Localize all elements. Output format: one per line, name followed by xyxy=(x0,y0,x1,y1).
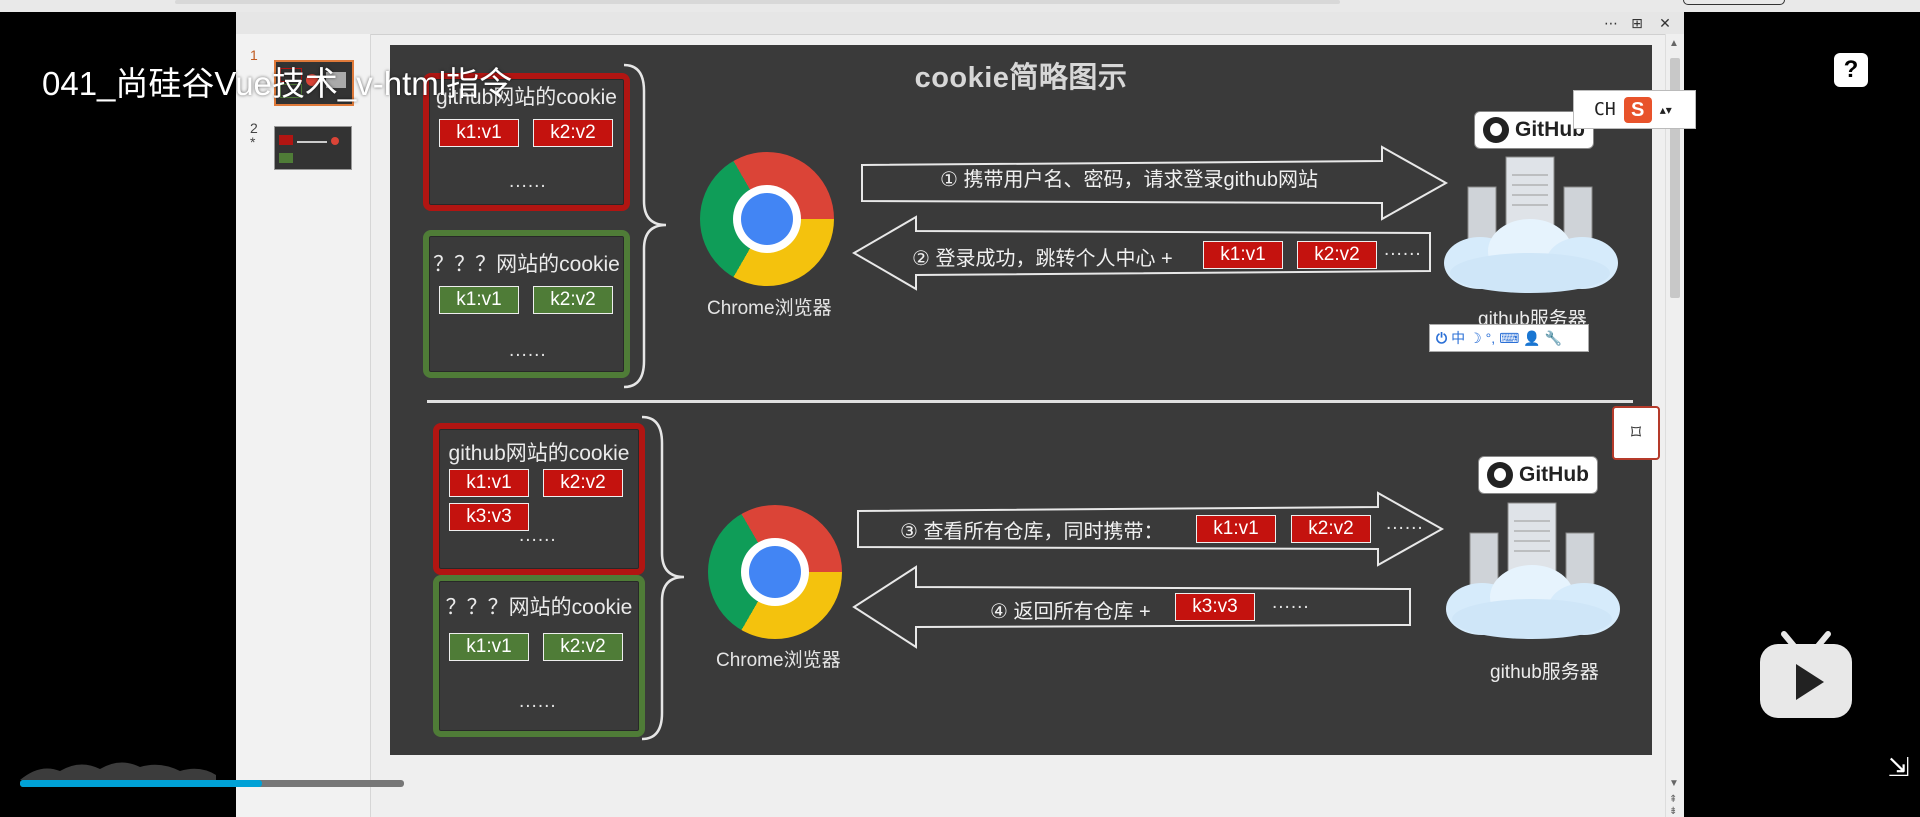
slide-thumbnail-panel: 1 2 * xyxy=(236,34,371,817)
github-octocat-icon xyxy=(1487,462,1513,488)
github-logo: GitHub xyxy=(1478,456,1598,494)
ellipsis: ...... xyxy=(509,340,547,361)
ppt-title-strip: ⋯ ⊞ ✕ xyxy=(236,12,1684,35)
slide-number-1: 1 xyxy=(250,47,258,63)
play-button-icon[interactable] xyxy=(1758,628,1854,720)
browser-top-strip xyxy=(0,0,1920,12)
scroll-up-arrow[interactable]: ▲ xyxy=(1669,38,1679,49)
arrow-1-text: ① 携带用户名、密码，请求登录github网站 xyxy=(940,169,1318,191)
browser-label: Chrome浏览器 xyxy=(716,650,841,671)
arrow-left-2 xyxy=(852,215,1431,291)
language-bar-arrows-icon[interactable]: ▴▾ xyxy=(1659,102,1672,117)
arrow-3-text: ③ 查看所有仓库，同时携带： xyxy=(900,521,1164,543)
chrome-logo-icon xyxy=(700,152,834,286)
top-pill-button[interactable] xyxy=(1683,0,1785,5)
restore-button[interactable]: ⊞ xyxy=(1631,15,1643,31)
curly-brace xyxy=(623,63,667,389)
ribbon-options-button[interactable]: ⋯ xyxy=(1604,15,1618,31)
github-logo: GitHub xyxy=(1474,111,1594,149)
video-title: 041_尚硅谷Vue技术_v-html指令 xyxy=(42,65,513,102)
cookie-chip: k1:v1 xyxy=(1203,241,1283,269)
ime-mode-icon[interactable]: ⏻ xyxy=(1436,329,1448,346)
scroll-down-arrow[interactable]: ▼ xyxy=(1669,778,1679,789)
ime-moon-icon[interactable]: ☽ xyxy=(1469,329,1482,346)
cookie-chip: k2:v2 xyxy=(543,633,623,661)
cookie-chip: k3:v3 xyxy=(449,503,529,531)
sogou-s-icon[interactable]: S xyxy=(1623,96,1652,123)
slide-canvas: cookie简略图示 github网站的cookie k1:v1 k2:v2 .… xyxy=(390,45,1652,755)
ellipsis: ...... xyxy=(1384,239,1422,260)
server-label: github服务器 xyxy=(1490,662,1599,683)
other-cookie-title: ？？？网站的cookie xyxy=(445,596,633,619)
ime-user-icon[interactable]: 👤 xyxy=(1523,329,1541,346)
slide-thumbnail-2[interactable] xyxy=(274,126,352,170)
ime-chinese-toggle[interactable]: 中 xyxy=(1451,330,1466,346)
vertical-scrollbar[interactable]: ▲ ▼ ⇞ ⇟ xyxy=(1665,34,1684,817)
cookie-chip: k1:v1 xyxy=(439,286,519,314)
curly-brace xyxy=(641,415,685,741)
video-progress-fill xyxy=(20,780,262,787)
arrow-right-1 xyxy=(861,145,1449,221)
language-code[interactable]: CH xyxy=(1594,99,1616,120)
ellipsis: ...... xyxy=(509,171,547,192)
ime-keyboard-icon[interactable]: ⌨ xyxy=(1499,329,1520,346)
ellipsis: ...... xyxy=(519,691,557,712)
cookie-chip: k2:v2 xyxy=(543,469,623,497)
ime-wrench-icon[interactable]: 🔧 xyxy=(1544,329,1563,346)
cookie-chip: k2:v2 xyxy=(1291,515,1371,543)
ime-punct-icon[interactable]: °, xyxy=(1485,330,1496,346)
arrow-2-text: ② 登录成功，跳转个人中心 + xyxy=(912,248,1173,270)
slide-title: cookie简略图示 xyxy=(914,62,1128,94)
slide-2-marker: * xyxy=(250,134,256,150)
prev-slide-arrow[interactable]: ⇞ xyxy=(1669,794,1678,805)
ime-toolbar[interactable]: ⏻ 中 ☽ °, ⌨ 👤 🔧 xyxy=(1429,324,1589,352)
scrollbar-thumb[interactable] xyxy=(1670,58,1680,298)
address-bar-edge xyxy=(175,0,1340,4)
ellipsis: ...... xyxy=(1386,513,1424,534)
expand-icon[interactable]: ⇲ xyxy=(1888,752,1910,782)
arrow-4-text: ④ 返回所有仓库 + xyxy=(990,601,1151,623)
server-cloud-icon xyxy=(1444,156,1618,293)
slide-number-2: 2 xyxy=(250,120,258,136)
cookie-chip: k2:v2 xyxy=(1297,241,1377,269)
other-cookie-title: ？？？网站的cookie xyxy=(433,253,620,276)
other-cookie-box-top: ？？？网站的cookie k1:v1 k2:v2 ...... xyxy=(423,230,630,378)
next-slide-arrow[interactable]: ⇟ xyxy=(1669,806,1678,817)
cookie-chip: k3:v3 xyxy=(1175,593,1255,621)
help-button[interactable]: ? xyxy=(1834,53,1868,87)
browser-label: Chrome浏览器 xyxy=(707,298,832,319)
audio-waveform xyxy=(20,762,216,780)
bookmark-icon[interactable]: ⌑ xyxy=(1612,406,1660,460)
language-bar[interactable]: CH S ▴▾ xyxy=(1573,90,1696,129)
server-cloud-icon xyxy=(1446,502,1620,639)
github-cookie-box-bottom: github网站的cookie k1:v1 k2:v2 k3:v3 ...... xyxy=(433,423,645,575)
cookie-chip: k1:v1 xyxy=(1196,515,1276,543)
ellipsis: ...... xyxy=(1272,592,1310,613)
video-progress-bar[interactable] xyxy=(20,780,404,787)
github-logo-text: GitHub xyxy=(1519,463,1589,486)
ellipsis: ...... xyxy=(519,525,557,546)
github-cookie-title: github网站的cookie xyxy=(436,86,617,109)
github-cookie-title: github网站的cookie xyxy=(448,442,630,465)
arrow-left-4 xyxy=(852,565,1411,649)
arrow-right-3 xyxy=(857,491,1445,567)
cookie-chip: k1:v1 xyxy=(439,119,519,147)
cookie-chip: k2:v2 xyxy=(533,119,613,147)
other-cookie-box-bottom: ？？？网站的cookie k1:v1 k2:v2 ...... xyxy=(433,575,645,737)
slide-divider xyxy=(427,400,1633,403)
github-octocat-icon xyxy=(1483,117,1509,143)
github-cookie-box-top: github网站的cookie k1:v1 k2:v2 ...... xyxy=(423,73,630,211)
close-button[interactable]: ✕ xyxy=(1659,15,1671,31)
chrome-logo-icon xyxy=(708,505,842,639)
cookie-chip: k1:v1 xyxy=(449,469,529,497)
github-logo-text: GitHub xyxy=(1515,118,1585,141)
cookie-chip: k2:v2 xyxy=(533,286,613,314)
cookie-chip: k1:v1 xyxy=(449,633,529,661)
slide-thumbnail-1[interactable] xyxy=(274,60,354,106)
